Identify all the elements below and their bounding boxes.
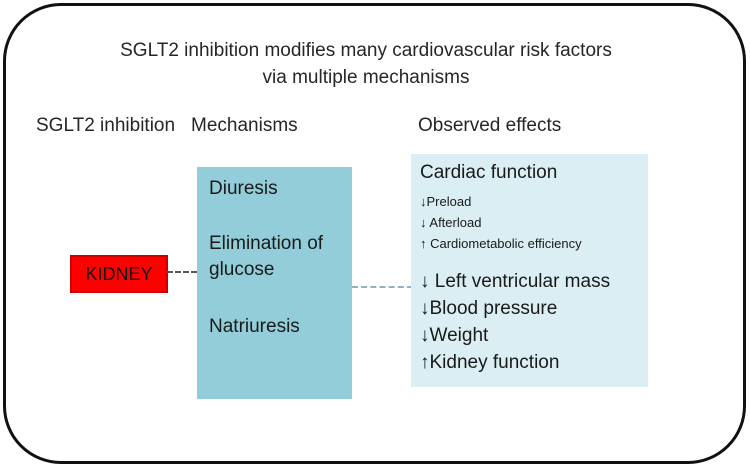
connector-kidney-to-mechanisms — [167, 271, 197, 273]
kidney-box: KIDNEY — [70, 255, 168, 293]
effects-heading-cardiac-function: Cardiac function — [420, 162, 558, 183]
mechanisms-box: Diuresis Elimination of glucose Natriure… — [197, 167, 352, 399]
column-header-sglt2-inhibition: SGLT2 inhibition — [36, 115, 176, 136]
column-header-observed-effects: Observed effects — [418, 115, 562, 136]
diagram-title-line1: SGLT2 inhibition modifies many cardiovas… — [120, 40, 612, 61]
effect-item-preload: ↓Preload — [420, 194, 472, 209]
effects-main-list: ↓ Left ventricular mass ↓Blood pressure … — [420, 268, 640, 376]
mechanism-item-natriuresis: Natriuresis — [209, 316, 300, 337]
effect-item-weight: ↓Weight — [420, 325, 489, 346]
observed-effects-box: Cardiac function ↓Preload ↓ Afterload ↑ … — [411, 154, 648, 387]
effect-item-afterload: ↓ Afterload — [420, 215, 482, 230]
mechanism-item-elimination-of-glucose: Elimination of glucose — [209, 233, 324, 280]
diagram-title-line2: via multiple mechanisms — [262, 67, 470, 88]
effects-sub-list: ↓Preload ↓ Afterload ↑ Cardiometabolic e… — [420, 191, 640, 254]
effect-item-blood-pressure: ↓Blood pressure — [420, 298, 558, 319]
connector-mechanisms-to-effects — [352, 286, 413, 288]
mechanism-item-diuresis: Diuresis — [209, 178, 278, 199]
diagram-title: SGLT2 inhibition modifies many cardiovas… — [16, 37, 716, 91]
effect-item-cardiometabolic-efficiency: ↑ Cardiometabolic efficiency — [420, 236, 582, 251]
effect-item-kidney-function: ↑Kidney function — [420, 352, 560, 373]
diagram-frame: SGLT2 inhibition modifies many cardiovas… — [3, 3, 746, 464]
effect-item-left-ventricular-mass: ↓ Left ventricular mass — [420, 271, 611, 292]
kidney-label: KIDNEY — [85, 263, 153, 284]
column-header-mechanisms: Mechanisms — [191, 115, 298, 136]
